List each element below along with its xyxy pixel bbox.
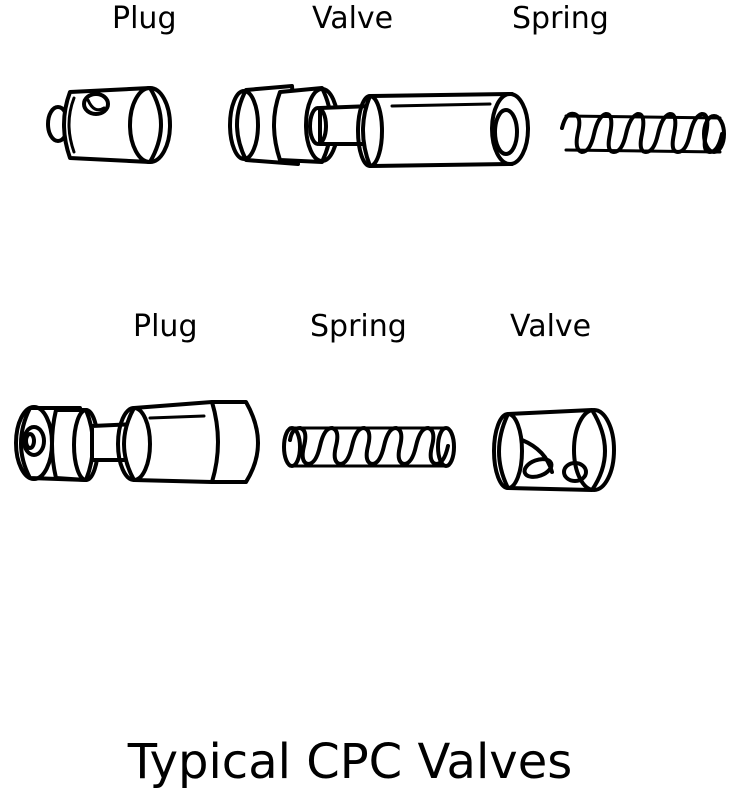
bottom-spring-drawing (282, 426, 456, 468)
top-spring-label: Spring (512, 1, 609, 36)
bottom-plug-drawing (14, 400, 260, 484)
bottom-plug-label: Plug (133, 309, 198, 344)
bottom-valve-drawing (492, 408, 616, 492)
top-valve-drawing (228, 84, 530, 168)
top-spring-drawing (560, 111, 726, 154)
top-plug-label: Plug (112, 1, 177, 36)
diagram-caption: Typical CPC Valves (127, 734, 573, 790)
top-valve-label: Valve (312, 1, 394, 36)
bottom-spring-label: Spring (310, 309, 407, 344)
bottom-valve-label: Valve (510, 309, 592, 344)
top-plug-drawing (46, 86, 172, 164)
